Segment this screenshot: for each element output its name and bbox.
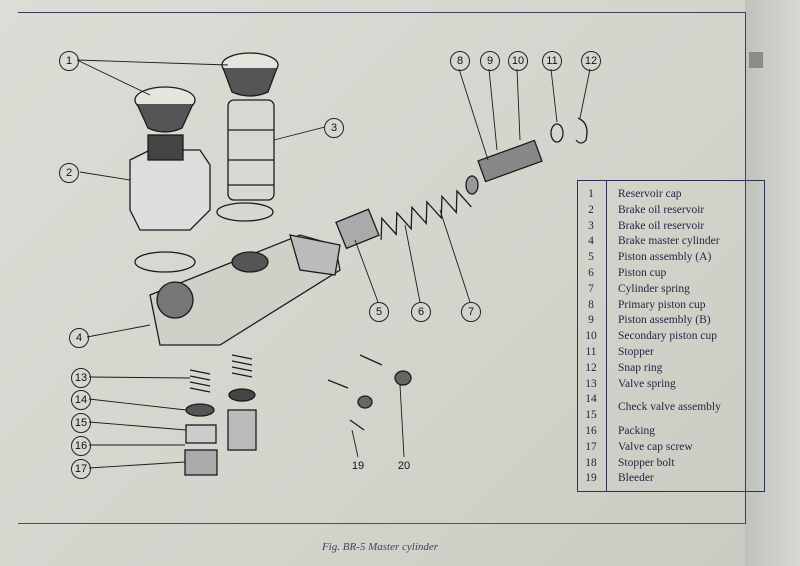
- legend-number: 1: [588, 188, 594, 200]
- legend-number: 3: [588, 219, 594, 232]
- legend-label: Brake oil reservoir: [618, 219, 705, 232]
- callout-3: 3: [324, 118, 344, 138]
- legend-number: 16: [585, 425, 597, 437]
- callout-1: 1: [59, 51, 79, 71]
- hose-clamp: [216, 202, 274, 222]
- callout-7: 7: [461, 302, 481, 322]
- legend-label: Stopper bolt: [618, 456, 675, 469]
- legend-number: 9: [588, 314, 594, 327]
- legend-number: 11: [585, 346, 597, 358]
- piston-assembly-b: [477, 117, 588, 183]
- callout-20: 20: [397, 460, 411, 472]
- figure-caption: Fig. BR-5 Master cylinder: [321, 541, 439, 553]
- callout-8: 8: [450, 51, 470, 71]
- callout-12: 12: [581, 51, 601, 71]
- legend-label: Primary piston cup: [618, 298, 706, 311]
- callout-19: 19: [351, 460, 365, 472]
- legend-number: 4: [588, 235, 594, 248]
- legend-number: 8: [588, 298, 594, 311]
- legend-number: 2: [588, 203, 594, 216]
- legend-divider: [606, 181, 607, 491]
- brake-oil-reservoir-left: [129, 134, 211, 231]
- legend-number: 15: [585, 409, 597, 422]
- legend-number: 13: [585, 377, 597, 390]
- leader-lines: [76, 59, 591, 469]
- brake-oil-reservoir-right: [227, 99, 275, 201]
- legend-label: Brake oil reservoir: [618, 203, 705, 216]
- legend-number: 18: [585, 456, 597, 469]
- callout-6: 6: [411, 302, 431, 322]
- legend-label: Snap ring: [618, 361, 663, 374]
- legend-number: 19: [585, 472, 597, 485]
- callout-10: 10: [508, 51, 528, 71]
- callout-2: 2: [59, 163, 79, 183]
- legend-label: Bleeder: [618, 472, 654, 485]
- callout-14: 14: [71, 390, 91, 410]
- legend-label: Reservoir cap: [618, 188, 682, 200]
- legend-number: 10: [585, 330, 597, 343]
- legend-label: Secondary piston cup: [618, 330, 718, 343]
- legend-number: 12: [585, 361, 597, 374]
- legend-label: Brake master cylinder: [618, 235, 720, 248]
- legend-label: Piston assembly (A): [618, 251, 712, 264]
- hose-clamp: [134, 251, 196, 273]
- piston-spring-assembly: [335, 175, 479, 250]
- legend-label: Check valve assembly: [618, 401, 721, 414]
- legend-label: Packing: [618, 425, 656, 437]
- callout-9: 9: [480, 51, 500, 71]
- master-cylinder-body: [149, 234, 341, 346]
- figure-frame: [18, 12, 746, 524]
- legend-number: 17: [585, 440, 597, 453]
- check-valve-parts-right: [227, 354, 257, 451]
- legend-label: Piston cup: [618, 267, 667, 279]
- callout-15: 15: [71, 413, 91, 433]
- legend-number: 5: [588, 251, 594, 264]
- legend-label: Valve spring: [618, 377, 676, 390]
- callout-11: 11: [542, 51, 562, 71]
- legend-label: Cylinder spring: [618, 282, 690, 295]
- legend-label: Piston assembly (B): [618, 314, 711, 327]
- check-valve-parts-left: [184, 369, 218, 476]
- legend-label: Valve cap screw: [618, 440, 693, 453]
- legend-number: 7: [588, 282, 594, 295]
- callout-13: 13: [71, 368, 91, 388]
- callout-5: 5: [369, 302, 389, 322]
- page-edge: [745, 0, 800, 566]
- callout-17: 17: [71, 459, 91, 479]
- bolts-and-bleeders: [327, 354, 412, 431]
- reservoir-cap-left: [134, 86, 196, 133]
- legend-number: 6: [588, 267, 594, 279]
- reservoir-cap-right: [221, 52, 279, 97]
- page-tab-marker: [749, 52, 763, 68]
- callout-4: 4: [69, 328, 89, 348]
- legend-number: 14: [585, 393, 597, 406]
- callout-16: 16: [71, 436, 91, 456]
- legend-label: Stopper: [618, 346, 654, 358]
